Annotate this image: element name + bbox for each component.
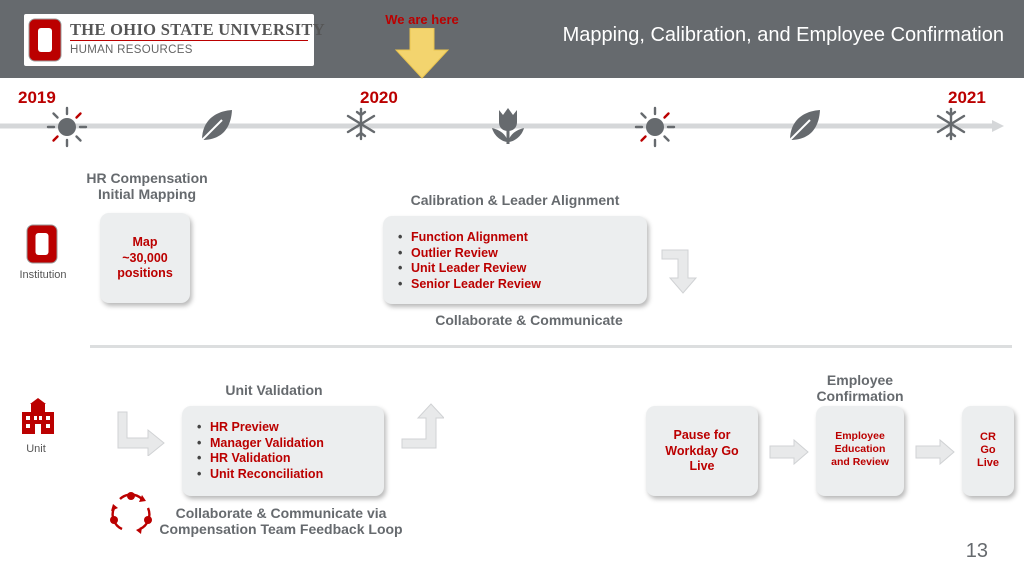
list-item: Outlier Review (398, 246, 647, 262)
confirmation-heading-line: Confirmation (816, 388, 904, 404)
department-name: HUMAN RESOURCES (70, 44, 193, 56)
logo-divider (70, 40, 308, 41)
validation-list: HR Preview Manager Validation HR Validat… (194, 420, 384, 482)
list-item: HR Validation (197, 451, 384, 467)
university-name: THE OHIO STATE UNIVERSITY (70, 20, 325, 39)
calibration-heading: Calibration & Leader Alignment (410, 192, 620, 208)
school-building-icon (22, 398, 54, 434)
year-2020: 2020 (360, 88, 398, 107)
pause-box-line: Workday Go (665, 443, 739, 458)
unit-validation-heading: Unit Validation (225, 382, 323, 398)
list-item: Senior Leader Review (398, 277, 647, 293)
confirmation-heading-line: Employee (826, 372, 894, 388)
sun-icon (634, 106, 676, 148)
we-are-here-label: We are here (385, 12, 459, 27)
cr-box-line: Go (980, 444, 996, 456)
university-logo: THE OHIO STATE UNIVERSITY HUMAN RESOURCE… (24, 14, 325, 66)
calibration-list: Function Alignment Outlier Review Unit L… (395, 230, 647, 292)
education-box-line: Education (834, 443, 886, 455)
feedback-loop-icon (110, 492, 152, 534)
cr-box-text: CR Go Live (962, 431, 1014, 470)
right-arrow (769, 438, 809, 466)
employee-confirmation-heading: Employee Confirmation (800, 372, 920, 404)
feedback-loop-label: Collaborate & Communicate via Compensati… (150, 505, 412, 537)
year-2021: 2021 (948, 88, 986, 107)
timeline-axis (0, 120, 1004, 132)
leaf-icon (789, 110, 820, 141)
block-o-icon (26, 224, 58, 264)
list-item: Unit Reconciliation (197, 467, 384, 483)
page-number: 13 (965, 540, 988, 562)
institution-collaborate-label: Collaborate & Communicate (435, 312, 623, 328)
section-divider (90, 345, 1012, 348)
list-item: Manager Validation (197, 436, 384, 452)
mapping-heading-line: Initial Mapping (98, 186, 196, 202)
down-arrow-marker (394, 28, 450, 79)
education-box-line: and Review (831, 456, 889, 468)
snowflake-icon (346, 107, 376, 141)
leaf-icon (201, 110, 232, 141)
block-o-icon (28, 18, 62, 62)
snowflake-icon (936, 107, 966, 141)
sun-icon (46, 106, 88, 148)
mapping-heading-line: HR Compensation (86, 170, 208, 186)
mapping-heading: HR Compensation Initial Mapping (72, 170, 222, 202)
feedback-loop-line: Collaborate & Communicate via (175, 505, 387, 521)
slide-title: Mapping, Calibration, and Employee Confi… (562, 24, 1004, 46)
education-box-line: Employee (835, 430, 885, 442)
cr-box-line: CR (980, 431, 996, 443)
map-positions-box: Map ~30,000 positions (100, 213, 190, 303)
cr-box-line: Live (976, 457, 999, 469)
calibration-box: Function Alignment Outlier Review Unit L… (383, 216, 647, 304)
bent-arrow-up (401, 403, 444, 449)
education-box-text: Employee Education and Review (816, 430, 904, 469)
pause-box-text: Pause for Workday Go Live (646, 428, 758, 475)
unit-label: Unit (26, 443, 46, 455)
unit-validation-box: HR Preview Manager Validation HR Validat… (182, 406, 384, 496)
pause-workday-box: Pause for Workday Go Live (646, 406, 758, 496)
pause-box-line: Live (689, 459, 715, 473)
map-box-line: positions (117, 266, 173, 280)
map-box-line: ~30,000 (122, 250, 168, 265)
map-box-text: Map ~30,000 positions (100, 235, 190, 282)
bent-arrow-right (117, 411, 165, 456)
list-item: HR Preview (197, 420, 384, 436)
year-2019: 2019 (18, 88, 56, 107)
tulip-icon (492, 108, 524, 144)
employee-education-box: Employee Education and Review (816, 406, 904, 496)
feedback-loop-line: Compensation Team Feedback Loop (159, 521, 403, 537)
list-item: Function Alignment (398, 230, 647, 246)
map-box-line: Map (132, 235, 158, 249)
pause-box-line: Pause for (673, 428, 731, 442)
right-arrow (915, 438, 955, 466)
list-item: Unit Leader Review (398, 261, 647, 277)
institution-label: Institution (19, 269, 67, 281)
cr-go-live-box: CR Go Live (962, 406, 1014, 496)
bent-arrow-down (661, 249, 698, 294)
